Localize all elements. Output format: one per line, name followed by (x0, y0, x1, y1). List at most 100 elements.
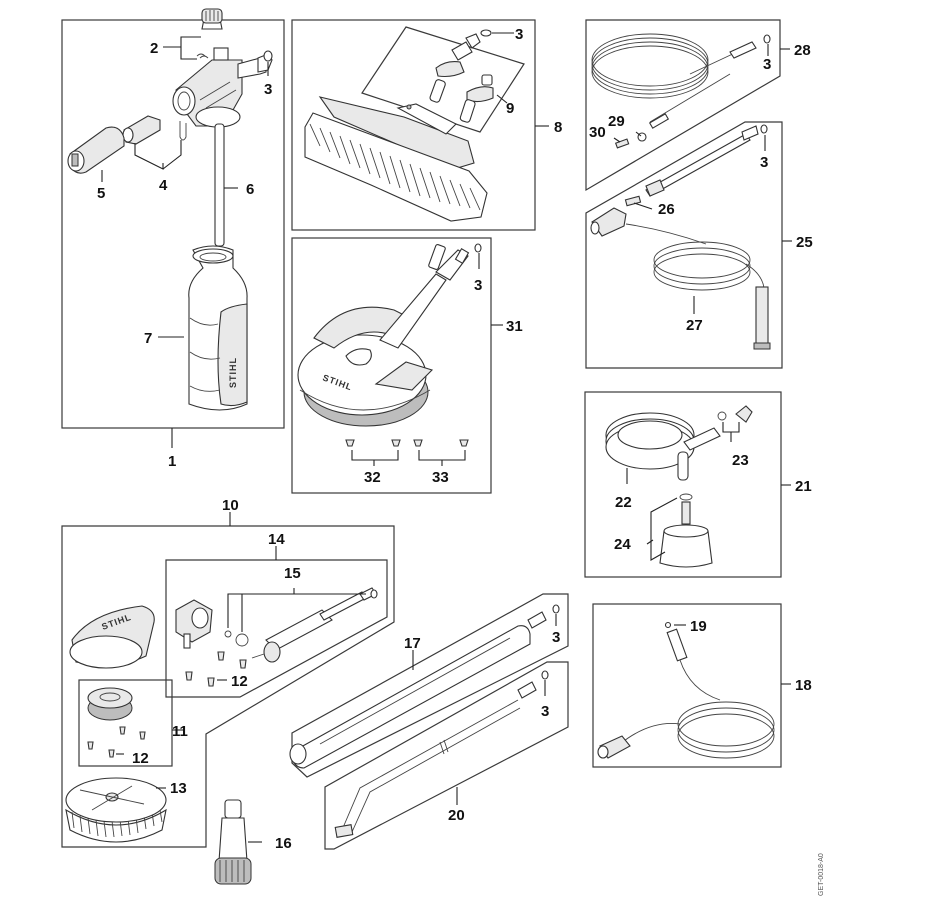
callout-24: 24 (614, 536, 631, 553)
callout-32: 32 (364, 469, 381, 486)
part-o-ring[interactable] (474, 243, 482, 253)
part-adapter-2[interactable] (459, 74, 494, 123)
callout-25: 25 (796, 234, 813, 251)
callout-2: 2 (150, 40, 158, 57)
callout-27: 27 (686, 317, 703, 334)
part-angled-lance[interactable] (334, 681, 537, 838)
callout-7: 7 (144, 330, 152, 347)
part-suction-head[interactable] (590, 207, 627, 237)
part-wire-clip[interactable] (179, 121, 187, 141)
group-suction-hose-set: 23 22 24 21 (584, 391, 812, 578)
group-surface-cleaner: STIHL 3 31 32 33 (291, 237, 523, 494)
frame-group-17 (291, 593, 569, 778)
callout-13: 13 (170, 780, 187, 797)
group-angled-lance: 3 20 (324, 661, 569, 850)
callout-28: 28 (794, 42, 811, 59)
part-jet-insert[interactable] (122, 115, 161, 145)
part-suction-hose-27[interactable] (625, 223, 771, 350)
part-o-ring-large[interactable] (235, 633, 249, 647)
part-pipe-cleaning-hose[interactable] (591, 33, 757, 129)
frame-group-11 (78, 679, 173, 767)
part-o-ring[interactable] (263, 50, 273, 62)
part-surface-cleaner[interactable]: STIHL (297, 248, 470, 427)
callout-15: 15 (284, 565, 301, 582)
part-nozzle-16[interactable] (214, 799, 252, 885)
part-foam-body[interactable] (172, 47, 273, 128)
part-spring-30[interactable] (614, 138, 630, 149)
frame-group-18 (592, 603, 782, 768)
part-suction-tube[interactable] (214, 123, 225, 247)
callout-17: 17 (404, 635, 421, 652)
part-rotary-brush-head[interactable] (65, 777, 167, 843)
part-o-ring[interactable] (552, 604, 560, 614)
part-screws-33[interactable] (413, 439, 469, 447)
callout-3: 3 (763, 56, 771, 73)
group-wash-brush: 3 9 8 (291, 19, 562, 231)
frame-group-14 (165, 559, 388, 698)
part-screws-32[interactable] (345, 439, 401, 447)
callout-10: 10 (222, 497, 239, 514)
callout-14: 14 (268, 531, 285, 548)
part-foam-bottle[interactable]: STIHL (188, 245, 248, 411)
callout-18: 18 (795, 677, 812, 694)
part-high-pressure-hose[interactable] (597, 628, 775, 759)
callout-16: 16 (275, 835, 292, 852)
part-screws-12a[interactable] (185, 651, 247, 687)
callout-22: 22 (615, 494, 632, 511)
part-o-ring[interactable] (763, 34, 771, 44)
part-screws-12b[interactable] (87, 726, 146, 758)
callout-3: 3 (264, 81, 272, 98)
callout-3: 3 (474, 277, 482, 294)
part-brush-holder[interactable] (175, 599, 213, 649)
callout-6: 6 (246, 181, 254, 198)
callout-9: 9 (506, 100, 514, 117)
frame-group-8 (291, 19, 536, 231)
part-cap[interactable] (201, 8, 223, 30)
callout-3: 3 (541, 703, 549, 720)
part-lance-tube[interactable] (645, 125, 759, 197)
part-spray-lance[interactable] (289, 611, 547, 769)
callout-20: 20 (448, 807, 465, 824)
part-fitting-23[interactable] (717, 405, 753, 423)
callout-3: 3 (515, 26, 523, 43)
frame-group-20 (324, 661, 569, 850)
part-o-ring[interactable] (480, 29, 492, 37)
part-connector-26[interactable] (624, 195, 642, 207)
drawing-id-label: GET-0018-A0 (818, 853, 825, 896)
part-wash-brush[interactable] (304, 96, 488, 222)
callout-26: 26 (658, 201, 675, 218)
callout-21: 21 (795, 478, 812, 495)
frame-group-31 (291, 237, 492, 494)
callout-29: 29 (608, 113, 625, 130)
frame-group-10 (61, 525, 395, 848)
part-filter-24[interactable] (659, 493, 713, 568)
frame-group-25 (585, 121, 783, 369)
frame-group-1 (61, 19, 285, 429)
frame-group-28 (585, 19, 781, 192)
group-pipe-cleaning-hose: 3 28 29 30 (585, 19, 811, 192)
part-brush-cover[interactable]: STIHL (69, 605, 155, 669)
part-o-ring[interactable] (541, 670, 549, 680)
callout-11: 11 (172, 723, 188, 740)
part-hose-22[interactable] (605, 412, 721, 481)
part-brush-lance[interactable] (251, 587, 377, 663)
callout-19: 19 (690, 618, 707, 635)
group-rotary-wash-brush: STIHL (61, 497, 395, 885)
callout-3: 3 (552, 629, 560, 646)
part-o-ring-small[interactable] (224, 630, 232, 638)
frame-group-9 (361, 26, 525, 133)
callout-3: 3 (760, 154, 768, 171)
part-o-ring-19[interactable] (664, 621, 672, 629)
group-suction-hose-kit: 3 26 27 25 (585, 121, 813, 369)
part-adapter[interactable] (428, 244, 446, 270)
part-clip[interactable] (196, 53, 209, 59)
group-spray-lance: 17 3 (289, 593, 569, 778)
callout-12: 12 (231, 673, 248, 690)
part-brush-hub[interactable] (87, 687, 133, 721)
part-o-ring[interactable] (760, 124, 768, 134)
part-nozzle-cap[interactable] (67, 126, 125, 174)
part-adapter-1[interactable] (429, 33, 481, 103)
part-o-ring[interactable] (370, 589, 378, 599)
group-foam-nozzle-kit: STIHL 2 3 4 5 6 7 1 (61, 8, 285, 470)
callout-23: 23 (732, 452, 749, 469)
